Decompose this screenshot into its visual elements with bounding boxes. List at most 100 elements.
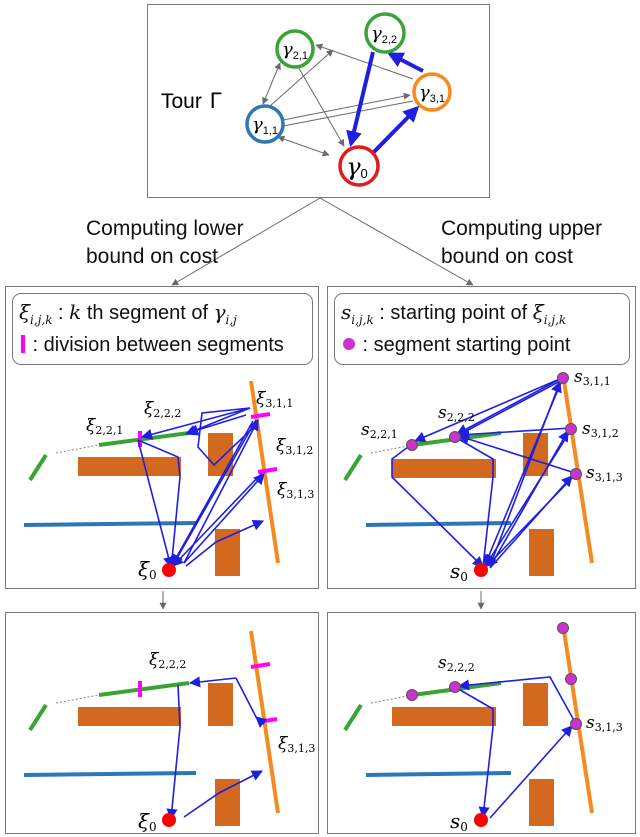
dotted-connector [370,444,414,454]
edge [186,414,247,436]
panel-lower-result: ξ2,2,2 ξ3,1,3 ξ0 [5,612,319,834]
panel-upper-bound: si,j,k : starting point of ξi,j,k : segm… [327,286,636,589]
edge [454,378,565,438]
edge [140,407,251,440]
edge [489,475,573,569]
edge [489,725,573,819]
edge [172,419,257,566]
division-marker [250,662,271,669]
obstacle [392,459,496,478]
goal-point [162,813,176,827]
edge [454,686,494,819]
node-g22: γ2,2 [364,12,406,54]
label-s-0: s0 [450,809,468,834]
start-point [449,681,461,693]
down-arrows [159,591,485,610]
edge [166,684,181,821]
label-s-313: s3,1,3 [586,463,623,484]
obstacle [208,683,233,726]
division-marker-icon [21,335,25,353]
edge-g11-g0 [277,135,330,157]
node-g31: γ3,1 [412,72,452,112]
edge [137,439,174,569]
label-xi-221: ξ2,2,1 [86,416,123,437]
division-marker [257,467,278,474]
scene-lower-result: ξ2,2,2 ξ3,1,3 ξ0 [23,630,315,834]
label-s-221: s2,2,1 [361,420,398,441]
legend-lower-line2: : division between segments [21,334,284,357]
edge [413,377,563,443]
dotted-connector [55,444,100,454]
caption-lower: Computing lower bound on cost [86,217,244,268]
label-xi-313: ξ3,1,3 [277,480,314,501]
edge [183,473,265,564]
edge [183,770,263,818]
edge [197,407,259,467]
start-point [406,439,418,451]
goal-point [162,563,176,577]
start-point [565,673,577,685]
svg-text:γ1,1: γ1,1 [252,114,278,137]
label-s-222: s2,2,2 [438,653,475,674]
tour-edge-g0-g31 [368,105,420,158]
svg-text:γ3,1: γ3,1 [419,82,445,105]
label-s-312: s3,1,2 [582,419,619,440]
svg-text:γ2,2: γ2,2 [371,23,397,46]
edge [172,472,263,567]
panel-upper-result: s2,2,2 s3,1,3 s0 [327,612,636,834]
segment-green-short [343,453,363,482]
tour-edge-g31-g22 [387,52,424,73]
edge [457,427,572,440]
scene-upper: s2,2,1 s2,2,2 s3,1,1 s3,1,2 s3,1,3 s0 [343,367,623,584]
start-point [557,622,569,634]
edge-g11-g31 [277,92,411,122]
dotted-connector [55,694,100,704]
edge [457,433,576,474]
node-g0: γ0 [338,145,380,187]
start-point [565,423,577,435]
legend-lower: ξi,j,k : k th segment of γi,j : division… [12,293,313,365]
edge [255,716,268,728]
start-point-icon [343,338,355,350]
dotted-connector [370,694,414,704]
label-s-222: s2,2,2 [438,403,475,424]
legend-upper-line1: si,j,k : starting point of ξi,j,k [341,300,567,327]
obstacle [529,529,554,576]
label-xi-222: ξ2,2,2 [144,399,181,420]
start-point [570,468,582,480]
connector-arrows [171,197,474,286]
edge-g21-g11 [262,62,281,105]
label-xi-311: ξ3,1,1 [256,389,293,410]
edge [457,676,577,725]
panel-lower-bound: ξi,j,k : k th segment of γi,j : division… [5,286,319,589]
edge [188,676,237,688]
legend-upper-line2: : segment starting point [343,334,570,357]
node-g21: γ2,1 [275,29,315,69]
label-s-313: s3,1,3 [586,713,623,734]
edge [185,519,265,567]
edge [489,430,569,568]
caption-upper: Computing upper bound on cost [441,217,603,268]
segment-green-short [343,703,363,732]
segment-blue [365,771,512,777]
legend-upper: si,j,k : starting point of ξi,j,k : segm… [334,293,630,365]
scene-upper-result: s2,2,2 s3,1,3 s0 [343,622,623,834]
segment-green-short [28,453,48,482]
edge [489,380,562,567]
obstacle [529,779,554,826]
label-xi-222: ξ2,2,2 [149,650,186,671]
obstacle [208,433,233,476]
label-s-0: s0 [450,559,468,584]
label-xi-0: ξ0 [138,809,157,834]
edge [183,419,259,564]
svg-text:γ2,1: γ2,1 [282,39,308,62]
edge [456,377,563,435]
start-point [406,689,418,701]
label-xi-312: ξ3,1,2 [276,436,313,457]
tour-edge-g22-g0 [346,51,375,148]
segment-green-short [28,703,48,732]
edge-g21-g0 [292,57,345,147]
obstacle [392,707,496,726]
